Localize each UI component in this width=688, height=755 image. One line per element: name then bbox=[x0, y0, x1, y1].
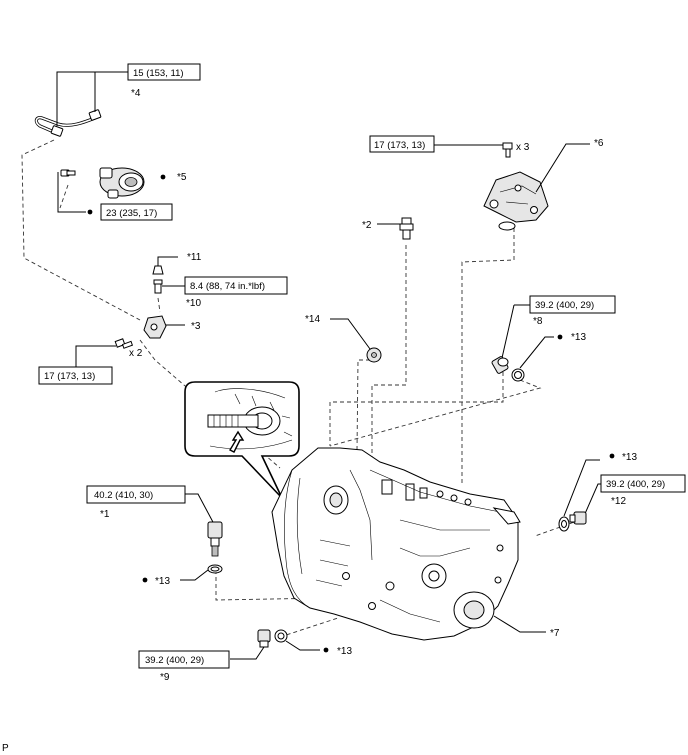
callout-13d: *13 bbox=[337, 646, 352, 657]
torque-speed-sensor-text: 40.2 (410, 30) bbox=[94, 490, 153, 501]
bullet-5 bbox=[160, 174, 166, 180]
qty-bracket: x 3 bbox=[516, 142, 530, 153]
gasket-13b bbox=[207, 564, 223, 574]
torque-bleeder-text: 8.4 (88, 74 in.*lbf) bbox=[190, 281, 265, 292]
bullet-13a bbox=[557, 334, 563, 340]
callout-13a: *13 bbox=[571, 332, 586, 343]
torque-box-union bbox=[127, 63, 201, 81]
callout-10: *10 bbox=[186, 298, 201, 309]
bleeder-plug bbox=[153, 279, 163, 294]
manual-transaxle-case bbox=[271, 447, 521, 641]
callout-8: *8 bbox=[533, 316, 543, 327]
breather-plug bbox=[399, 217, 414, 240]
bracket-bolt bbox=[502, 142, 513, 158]
qty-mount: x 2 bbox=[129, 348, 143, 359]
bleeder-cap bbox=[152, 265, 164, 275]
drain-plug-8 bbox=[491, 356, 509, 374]
callout-11: *11 bbox=[187, 252, 202, 263]
torque-plug-8-text: 39.2 (400, 29) bbox=[535, 300, 594, 311]
callout-2: *2 bbox=[362, 220, 372, 231]
clutch-line-pipe bbox=[34, 109, 102, 137]
bullet-cyl-bolt bbox=[87, 209, 93, 215]
torque-box-cylinder-bolt bbox=[100, 203, 173, 221]
callout-14: *14 bbox=[305, 314, 320, 325]
drain-plug-9 bbox=[257, 629, 271, 648]
gasket-13d bbox=[274, 629, 288, 643]
callout-6: *6 bbox=[594, 138, 604, 149]
bullet-13c bbox=[609, 453, 615, 459]
torque-cylinder-bolt-text: 23 (235, 17) bbox=[106, 208, 157, 219]
callout-13c: *13 bbox=[622, 452, 637, 463]
detail-inset bbox=[184, 381, 300, 499]
gasket-13c bbox=[558, 516, 570, 532]
callout-9: *9 bbox=[160, 672, 170, 683]
torque-box-plug-9 bbox=[138, 650, 230, 669]
transaxle-bracket bbox=[483, 171, 549, 231]
speed-sensor bbox=[207, 521, 223, 557]
torque-bracket-bolt-text: 17 (173, 13) bbox=[374, 140, 425, 151]
bullet-13d bbox=[323, 647, 329, 653]
callout-5: *5 bbox=[177, 172, 187, 183]
bullet-13b bbox=[142, 577, 148, 583]
torque-plug-12-text: 39.2 (400, 29) bbox=[606, 479, 665, 490]
callout-12: *12 bbox=[611, 496, 626, 507]
leader-t-union bbox=[56, 71, 128, 126]
mount-bolt bbox=[114, 338, 134, 349]
cylinder-bolt bbox=[60, 169, 76, 177]
torque-mount-bolt-text: 17 (173, 13) bbox=[44, 371, 95, 382]
torque-box-mount-bolt bbox=[38, 366, 113, 385]
filler-plug-12 bbox=[569, 511, 587, 525]
callout-7: *7 bbox=[550, 628, 560, 639]
callout-4: *4 bbox=[131, 88, 141, 99]
gasket-13a bbox=[511, 368, 525, 382]
hole-plug bbox=[366, 347, 382, 363]
torque-union-text: 15 (153, 11) bbox=[133, 68, 184, 79]
release-cylinder bbox=[99, 167, 145, 199]
corner-mark: P bbox=[2, 743, 9, 754]
torque-box-bracket-bolt bbox=[369, 135, 435, 153]
torque-box-bleeder bbox=[184, 276, 288, 295]
callout-3: *3 bbox=[191, 321, 201, 332]
callout-1: *1 bbox=[100, 509, 110, 520]
torque-plug-9-text: 39.2 (400, 29) bbox=[145, 655, 204, 666]
bleeder-bracket bbox=[143, 315, 167, 339]
callout-13b: *13 bbox=[155, 576, 170, 587]
